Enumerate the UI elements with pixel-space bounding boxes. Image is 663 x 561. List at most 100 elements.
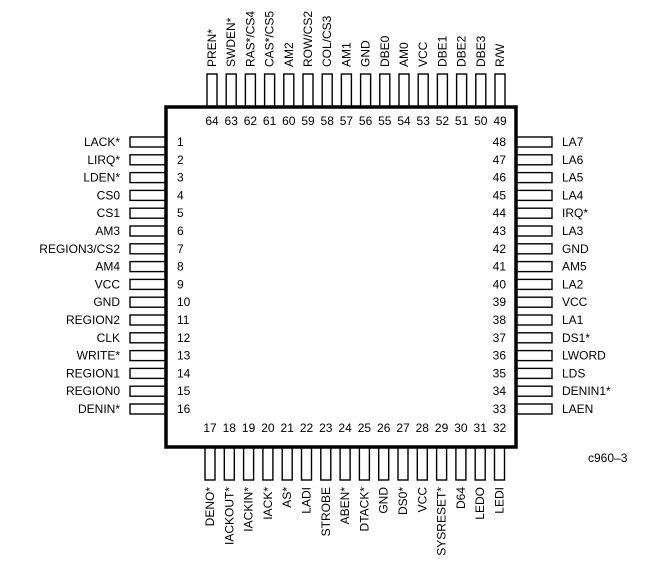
pin-24-number: 24	[338, 421, 352, 435]
pin-49-lead	[494, 73, 506, 108]
pin-13-number: 13	[177, 349, 191, 363]
pin-52-name: DBE1	[435, 35, 449, 67]
pin-18-lead	[223, 446, 236, 481]
pin-12-number: 12	[177, 331, 191, 345]
pin-50-name: DBE3	[474, 35, 488, 67]
pin-61-number: 61	[263, 114, 277, 128]
pin-61-name: CAS*/CS5	[263, 11, 277, 67]
pin-50-lead	[475, 73, 487, 108]
pin-1-lead	[129, 136, 167, 148]
pin-44-lead	[515, 207, 553, 219]
pin-2-name: LIRQ*	[87, 153, 120, 167]
pin-43-name: LA3	[562, 224, 584, 238]
pin-26-name: GND	[377, 487, 391, 514]
pin-48-name: LA7	[562, 135, 584, 149]
pin-49-number: 49	[493, 114, 507, 128]
pin-28-name: VCC	[415, 487, 429, 513]
pin-35-number: 35	[493, 366, 507, 380]
pin-41-lead	[515, 260, 553, 273]
pin-32-number: 32	[493, 421, 507, 435]
pin-62-name: RAS*/CS4	[243, 11, 257, 67]
pin-63-number: 63	[225, 114, 239, 128]
pin-46-name: LA5	[562, 171, 584, 185]
pin-6-name: AM3	[95, 224, 120, 238]
pin-46-lead	[515, 171, 553, 184]
pin-41-name: AM5	[562, 260, 587, 274]
pin-9-number: 9	[177, 277, 184, 291]
pin-56-lead	[359, 73, 372, 108]
pin-20-name: IACK*	[261, 487, 275, 520]
pin-2-lead	[129, 154, 167, 166]
pin-57-name: AM1	[339, 42, 353, 67]
pin-52-number: 52	[436, 114, 450, 128]
pin-21-number: 21	[281, 421, 295, 435]
pin-16-lead	[129, 403, 167, 415]
pin-30-name: D64	[454, 487, 468, 509]
pin-44-name: IRQ*	[562, 206, 588, 220]
pin-41-number: 41	[493, 260, 507, 274]
pin-12-name: CLK	[97, 331, 120, 345]
pin-22-number: 22	[300, 421, 314, 435]
pin-27-lead	[397, 446, 409, 481]
pin-20-number: 20	[261, 421, 275, 435]
pin-8-name: AM4	[95, 260, 120, 274]
pin-13-name: WRITE*	[77, 349, 121, 363]
pin-21-lead	[281, 446, 293, 481]
pin-47-lead	[515, 154, 553, 166]
pin-53-number: 53	[417, 114, 431, 128]
pin-62-lead	[244, 73, 257, 108]
pin-17-name: DENO*	[203, 487, 217, 527]
pin-19-number: 19	[242, 421, 256, 435]
pin-35-lead	[515, 367, 553, 380]
pin-39-number: 39	[493, 295, 507, 309]
pin-26-number: 26	[377, 421, 391, 435]
pin-48-number: 48	[493, 135, 507, 149]
pin-12-lead	[129, 332, 167, 344]
pin-32-name: LEDI	[493, 487, 507, 514]
pin-58-number: 58	[321, 114, 335, 128]
pin-5-number: 5	[177, 206, 184, 220]
pin-31-lead	[474, 446, 486, 481]
pin-14-number: 14	[177, 366, 191, 380]
pin-42-name: GND	[562, 242, 589, 256]
pin-54-name: AM0	[397, 42, 411, 67]
pin-46-number: 46	[493, 171, 507, 185]
pin-44-number: 44	[493, 206, 507, 220]
pin-54-lead	[398, 73, 410, 108]
pin-51-lead	[455, 73, 468, 108]
pin-29-name: SYSRESET*	[435, 487, 449, 556]
pin-25-lead	[358, 446, 371, 481]
pin-53-lead	[417, 73, 429, 108]
pin-60-lead	[283, 73, 295, 108]
pins-layer	[129, 73, 553, 481]
pin-29-lead	[435, 446, 448, 481]
pin-24-lead	[339, 446, 351, 481]
pin-40-lead	[515, 278, 553, 291]
pin-33-lead	[515, 403, 553, 415]
pin-17-number: 17	[203, 421, 217, 435]
pin-57-lead	[340, 73, 353, 108]
pin-56-name: GND	[359, 40, 373, 67]
pin-19-name: IACKIN*	[242, 487, 256, 532]
pin-27-name: DS0*	[396, 487, 410, 515]
pin-31-number: 31	[474, 421, 488, 435]
pin-64-name: PREN*	[205, 29, 219, 67]
pin-64-number: 64	[205, 114, 219, 128]
pin-16-name: DENIN*	[78, 402, 120, 416]
pin-22-name: LADI	[300, 487, 314, 514]
pin-40-name: LA2	[562, 277, 584, 291]
pin-64-lead	[206, 73, 218, 108]
pin-60-name: AM2	[282, 42, 296, 67]
pin-14-name: REGION1	[66, 366, 120, 380]
pin-11-name: REGION2	[66, 313, 120, 327]
pin-25-name: DTACK*	[357, 487, 371, 532]
labels-layer: 1LACK*2LIRQ*3LDEN*4CS05CS16AM37REGION3/C…	[39, 11, 611, 556]
pin-37-lead	[515, 332, 553, 344]
pin-14-lead	[129, 367, 167, 380]
pin-45-number: 45	[493, 188, 507, 202]
pin-55-name: DBE0	[378, 35, 392, 67]
pin-34-number: 34	[493, 384, 507, 398]
pin-4-lead	[129, 189, 167, 202]
pin-4-name: CS0	[97, 188, 121, 202]
pin-10-name: GND	[93, 295, 120, 309]
